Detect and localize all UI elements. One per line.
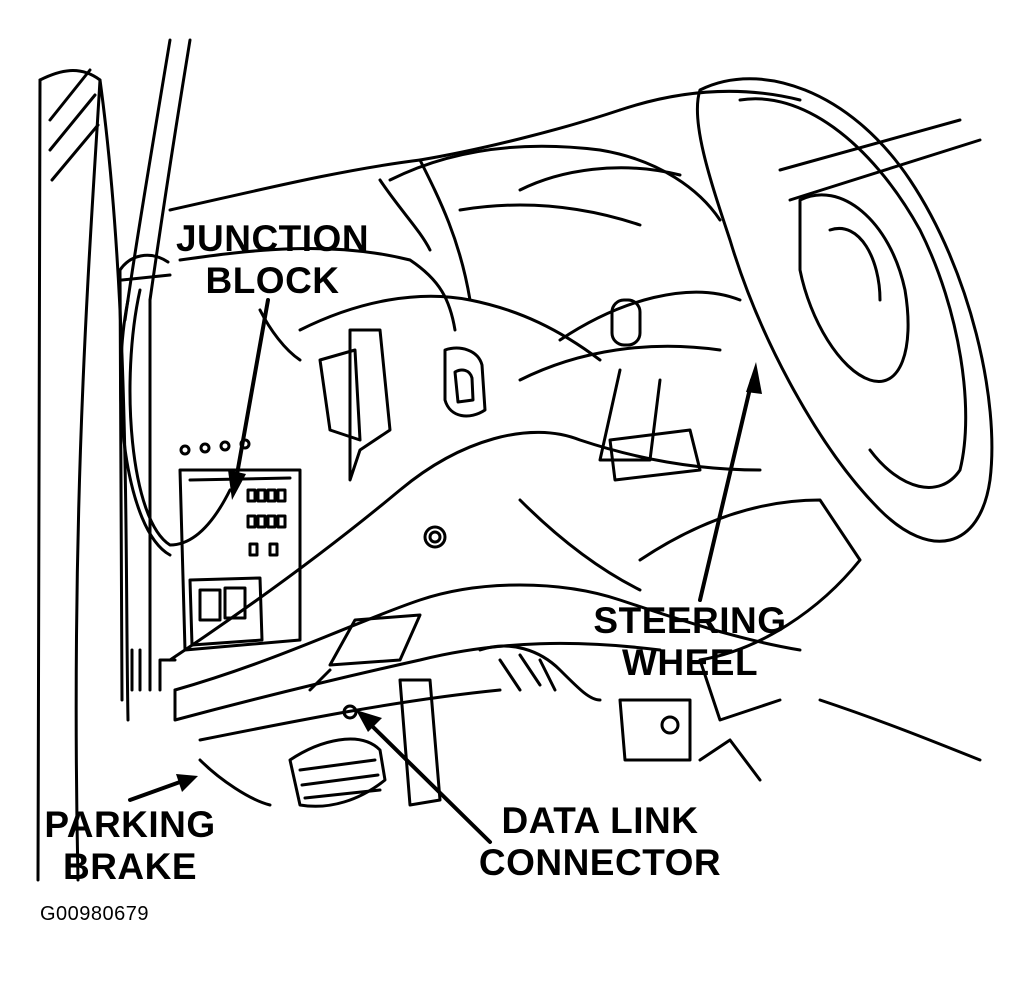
lower-dash-panel [158,328,802,742]
data-link-connector-label-line-2: CONNECTOR [478,842,722,883]
pedal-area [198,644,982,808]
steering-wheel-leader [698,378,754,602]
data-link-connector-label-line-1: DATA LINK [501,800,699,841]
steering-wheel-label-line-1: STEERING [593,600,787,641]
junction-block-label-line-1: JUNCTION [175,218,370,259]
parking-brake-arrowhead [176,774,198,792]
data-link-connector-label: DATA LINK CONNECTOR [470,800,730,884]
data-link-connector-leader [368,722,492,844]
figure-id: G00980679 [40,903,150,925]
junction-block-leader [234,298,270,482]
parking-brake-leader [128,780,182,802]
steering-wheel-label: STEERING WHEEL [580,600,800,684]
steering-wheel-arrowhead [746,362,762,394]
junction-block-label: JUNCTION BLOCK [160,218,385,302]
junction-block-label-line-2: BLOCK [205,260,340,301]
leader-arrows [128,298,754,844]
steering-wheel-assembly [518,77,994,762]
data-link-connector-arrowhead [356,710,382,732]
dashboard-body [168,89,802,362]
junction-block-arrowhead [228,470,246,500]
door-frame [36,38,192,882]
parking-brake-label-line-1: PARKING [44,804,216,845]
arrowheads [176,362,762,792]
parking-brake-label: PARKING BRAKE [30,804,230,888]
steering-wheel-label-line-2: WHEEL [621,642,759,683]
parking-brake-label-line-2: BRAKE [62,846,198,887]
junction-block-module [119,288,302,652]
